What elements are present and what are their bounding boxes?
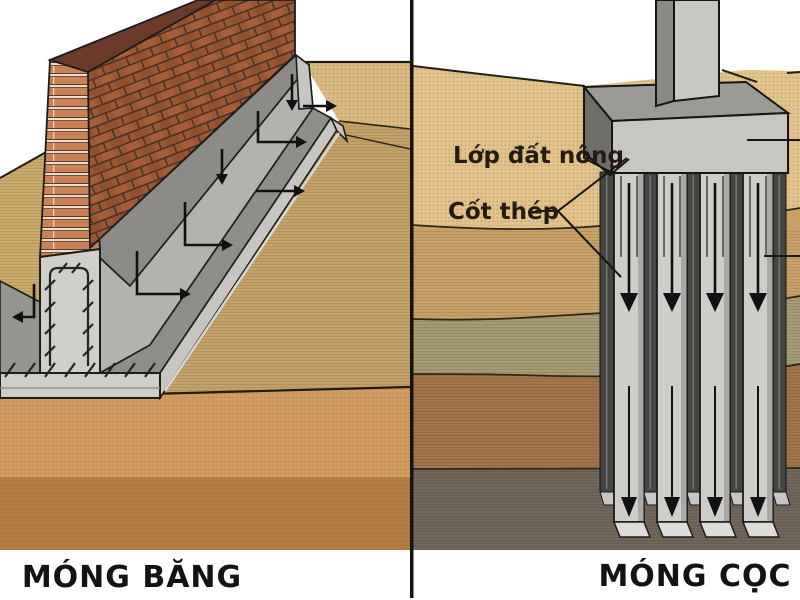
arrow-head-down — [749, 293, 767, 312]
pile — [655, 171, 695, 538]
concrete-column — [655, 0, 720, 108]
ground-contact-line — [336, 132, 410, 150]
pile-rebar-lines — [663, 176, 681, 257]
beam-base-lip-highlight — [164, 132, 340, 392]
rebar-ticks-slab — [4, 362, 156, 378]
column-front-face — [673, 0, 720, 103]
surface-boundary-line — [338, 120, 410, 130]
leader-shallow-soil — [581, 150, 630, 177]
column-side-face — [655, 0, 675, 108]
load-arrow-corner — [256, 111, 307, 148]
load-arrow-corner-left — [12, 284, 36, 323]
pile — [612, 171, 652, 538]
rebar-ticks-stem — [44, 262, 94, 357]
label-shallow-soil: Lớp đất nông — [453, 142, 624, 169]
left-panel-strip-foundation — [0, 0, 410, 550]
pile — [698, 171, 738, 538]
arrow-head-down — [621, 497, 637, 517]
load-arrows-strip — [12, 74, 337, 323]
load-arrow-down — [286, 74, 298, 111]
arrow-head-down — [620, 293, 638, 312]
brick-wall-front-face — [87, 0, 296, 251]
arrow-head-down — [706, 293, 724, 312]
leader-lines — [535, 139, 800, 278]
pile-rebar-lines — [620, 176, 638, 257]
panel-divider-line — [410, 0, 414, 598]
pile-cap — [581, 80, 791, 175]
caption-strip-foundation: MÓNG BĂNG — [22, 558, 242, 595]
caption-strip — [0, 550, 800, 600]
subsoil-upper-texture — [0, 387, 410, 478]
footing-slab-cut-face — [0, 372, 161, 399]
load-arrow-corner — [183, 202, 233, 251]
ground-bank-texture — [0, 151, 48, 302]
arrow-head-down — [663, 293, 681, 312]
footing-cross-section — [0, 247, 161, 399]
caption-pile-foundation: MÓNG CỌC — [598, 557, 791, 594]
ground-surface-texture — [303, 62, 410, 129]
bank-top-edge — [0, 150, 49, 179]
arrow-head-down — [750, 497, 766, 517]
rebar-stirrup — [48, 266, 90, 366]
subsoil-lower-texture — [0, 478, 410, 550]
beam-end-face-stem — [295, 53, 314, 110]
beam-end-face-base — [329, 115, 349, 144]
leader-rebar-lower — [557, 210, 622, 278]
pile-cap-front-face — [611, 111, 789, 174]
pile — [741, 171, 781, 538]
arrow-head-down — [707, 497, 723, 517]
leader-rebar-upper — [557, 157, 628, 212]
load-arrow-corner — [135, 251, 191, 300]
pile-rebar-lines — [706, 176, 724, 257]
load-arrow-down — [216, 149, 228, 185]
ground-surface-lines — [413, 65, 800, 87]
load-arrow-right — [256, 185, 305, 197]
arrow-head-down — [664, 497, 680, 517]
label-rebar: Cốt thép — [448, 198, 559, 225]
right-panel-pile-foundation: Lớp đất nông Cốt thép — [413, 0, 800, 550]
pile-rebar-lines — [749, 176, 767, 257]
load-arrow-right — [303, 100, 337, 112]
